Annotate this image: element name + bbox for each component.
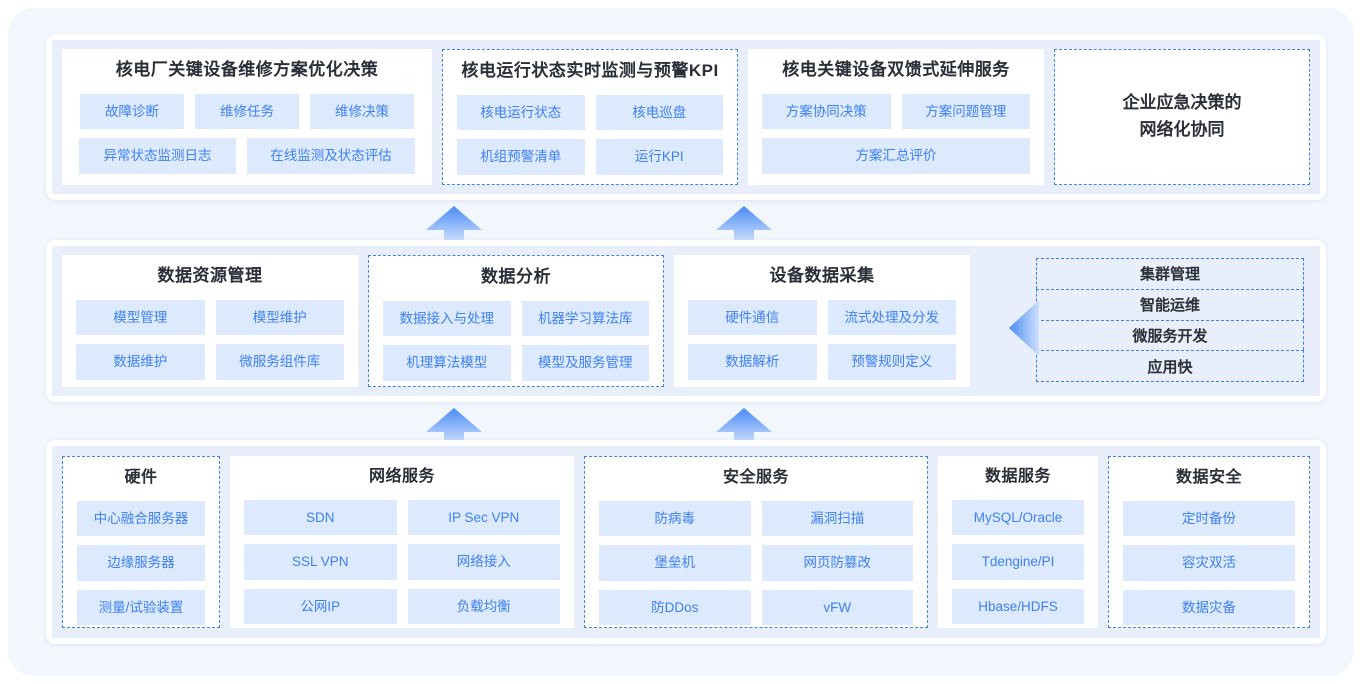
group-title: 数据分析 (481, 267, 551, 286)
group-data-service[interactable]: 数据服务 MySQL/Oracle Tdengine/PI Hbase/HDFS (938, 456, 1098, 628)
group-title: 数据服务 (984, 468, 1051, 485)
diagram-canvas: 核电厂关键设备维修方案优化决策 故障诊断 维修任务 维修决策 异常状态监测日志 … (8, 8, 1354, 676)
pill-vulnerability-scan[interactable]: 漏洞扫描 (761, 500, 913, 537)
application-layer-row: 核电厂关键设备维修方案优化决策 故障诊断 维修任务 维修决策 异常状态监测日志 … (46, 34, 1326, 200)
pill-data-maintenance[interactable]: 数据维护 (76, 344, 205, 380)
pill-plan-summary-evaluation[interactable]: 方案汇总评价 (762, 138, 1030, 174)
group-enterprise-emergency-collaboration[interactable]: 企业应急决策的 网络化协同 (1054, 49, 1310, 185)
group-title: 网络服务 (368, 468, 435, 485)
pill-grid: 中心融合服务器 边缘服务器 测量/试验装置 (77, 500, 205, 626)
pill-data-parsing[interactable]: 数据解析 (688, 344, 817, 380)
pill-grid: 定时备份 容灾双活 数据灾备 (1123, 500, 1295, 626)
group-title: 硬件 (124, 469, 158, 486)
group-hardware[interactable]: 硬件 中心融合服务器 边缘服务器 测量/试验装置 (62, 456, 220, 628)
pill-operation-kpi[interactable]: 运行KPI (595, 139, 723, 175)
group-title: 核电关键设备双馈式延伸服务 (782, 60, 1010, 79)
group-data-analysis[interactable]: 数据分析 数据接入与处理 机器学习算法库 机理算法模型 模型及服务管理 (368, 255, 664, 387)
pill-mechanism-algorithm-model[interactable]: 机理算法模型 (383, 345, 511, 381)
pill-model-service-management[interactable]: 模型及服务管理 (521, 345, 649, 381)
pill-grid: 方案协同决策 方案问题管理 方案汇总评价 (762, 93, 1030, 174)
group-title: 安全服务 (722, 469, 789, 486)
pill-fault-diagnosis[interactable]: 故障诊断 (80, 93, 184, 130)
group-network-service[interactable]: 网络服务 SDN IP Sec VPN SSL VPN 网络接入 公网IP 负载… (230, 456, 574, 628)
pill-maintenance-decision[interactable]: 维修决策 (310, 93, 414, 130)
group-data-security[interactable]: 数据安全 定时备份 容灾双活 数据灾备 (1108, 456, 1310, 628)
pill-model-management[interactable]: 模型管理 (76, 299, 205, 336)
pill-ip-sec-vpn[interactable]: IP Sec VPN (407, 499, 560, 536)
pill-operation-status[interactable]: 核电运行状态 (457, 94, 585, 131)
group-operation-monitoring-kpi[interactable]: 核电运行状态实时监测与预警KPI 核电运行状态 核电巡盘 机组预警清单 运行KP… (442, 49, 738, 185)
application-layer-inner: 核电厂关键设备维修方案优化决策 故障诊断 维修任务 维修决策 异常状态监测日志 … (52, 40, 1320, 194)
pill-grid: MySQL/Oracle Tdengine/PI Hbase/HDFS (952, 499, 1084, 625)
pill-unit-alarm-list[interactable]: 机组预警清单 (457, 139, 585, 175)
pill-grid: 核电运行状态 核电巡盘 机组预警清单 运行KPI (457, 94, 723, 175)
platform-layer-row: 数据资源管理 模型管理 模型维护 数据维护 微服务组件库 数据分析 数据接入与处… (46, 240, 1326, 402)
pill-bastion-host[interactable]: 堡垒机 (599, 545, 751, 581)
pill-microservice-component-library[interactable]: 微服务组件库 (215, 344, 344, 380)
platform-layer-inner: 数据资源管理 模型管理 模型维护 数据维护 微服务组件库 数据分析 数据接入与处… (52, 246, 1320, 396)
pill-vfw[interactable]: vFW (761, 589, 913, 626)
pill-ssl-vpn[interactable]: SSL VPN (244, 544, 397, 580)
pill-data-ingest-processing[interactable]: 数据接入与处理 (383, 300, 511, 337)
pill-ml-algorithm-library[interactable]: 机器学习算法库 (521, 300, 649, 337)
pill-public-ip[interactable]: 公网IP (244, 588, 397, 625)
group-dual-feed-extension-service[interactable]: 核电关键设备双馈式延伸服务 方案协同决策 方案问题管理 方案汇总评价 (748, 49, 1044, 185)
pill-plan-collaborative-decision[interactable]: 方案协同决策 (762, 93, 891, 130)
group-title: 核电厂关键设备维修方案优化决策 (115, 60, 379, 79)
infrastructure-layer-inner: 硬件 中心融合服务器 边缘服务器 测量/试验装置 网络服务 SDN IP Sec… (52, 446, 1320, 638)
pill-abnormal-state-log[interactable]: 异常状态监测日志 (79, 138, 236, 174)
pill-grid: 防病毒 漏洞扫描 堡垒机 网页防篡改 防DDos vFW (599, 500, 913, 626)
pill-stream-processing-distribution[interactable]: 流式处理及分发 (827, 299, 956, 336)
pill-maintenance-task[interactable]: 维修任务 (195, 93, 299, 130)
pill-central-fusion-server[interactable]: 中心融合服务器 (77, 500, 205, 537)
pill-network-access[interactable]: 网络接入 (407, 544, 560, 580)
pill-anti-ddos[interactable]: 防DDos (599, 589, 751, 626)
arrow-app-left-icon (426, 206, 482, 240)
arrow-platform-right-icon (716, 408, 772, 442)
pill-mysql-oracle[interactable]: MySQL/Oracle (952, 499, 1084, 536)
pill-model-maintenance[interactable]: 模型维护 (215, 299, 344, 336)
platform-side-stack: 集群管理 智能运维 微服务开发 应用快 (1036, 258, 1304, 382)
group-title: 数据资源管理 (157, 266, 263, 285)
pill-measurement-test-device[interactable]: 测量/试验装置 (77, 589, 205, 626)
pill-grid: SDN IP Sec VPN SSL VPN 网络接入 公网IP 负载均衡 (244, 499, 560, 625)
pill-hardware-communication[interactable]: 硬件通信 (688, 299, 817, 336)
group-title: 企业应急决策的 网络化协同 (1122, 92, 1242, 139)
pill-grid: 硬件通信 流式处理及分发 数据解析 预警规则定义 (688, 299, 956, 380)
pill-antivirus[interactable]: 防病毒 (599, 500, 751, 537)
stack-item-microservice-development[interactable]: 微服务开发 (1036, 319, 1304, 351)
pill-grid: 故障诊断 维修任务 维修决策 异常状态监测日志 在线监测及状态评估 (76, 93, 418, 174)
infrastructure-layer-row: 硬件 中心融合服务器 边缘服务器 测量/试验装置 网络服务 SDN IP Sec… (46, 440, 1326, 644)
arrow-side-stack-icon (1009, 300, 1039, 356)
pill-alarm-rule-definition[interactable]: 预警规则定义 (827, 344, 956, 380)
group-title: 核电运行状态实时监测与预警KPI (461, 61, 719, 80)
group-nuclear-maintenance-decision[interactable]: 核电厂关键设备维修方案优化决策 故障诊断 维修任务 维修决策 异常状态监测日志 … (62, 49, 432, 185)
pill-data-disaster-backup[interactable]: 数据灾备 (1123, 589, 1295, 626)
arrow-platform-left-icon (426, 408, 482, 442)
pill-grid: 数据接入与处理 机器学习算法库 机理算法模型 模型及服务管理 (383, 300, 649, 381)
pill-edge-server[interactable]: 边缘服务器 (77, 545, 205, 581)
pill-web-tamper-protection[interactable]: 网页防篡改 (761, 545, 913, 581)
pill-load-balancing[interactable]: 负载均衡 (407, 588, 560, 625)
pill-hbase-hdfs[interactable]: Hbase/HDFS (952, 588, 1084, 625)
arrow-app-right-icon (716, 206, 772, 240)
group-security-service[interactable]: 安全服务 防病毒 漏洞扫描 堡垒机 网页防篡改 防DDos vFW (584, 456, 928, 628)
pill-nuclear-inspection[interactable]: 核电巡盘 (595, 94, 723, 131)
pill-scheduled-backup[interactable]: 定时备份 (1123, 500, 1295, 537)
stack-item-application-quick[interactable]: 应用快 (1036, 350, 1304, 382)
stack-item-intelligent-ops[interactable]: 智能运维 (1036, 288, 1304, 320)
pill-plan-issue-management[interactable]: 方案问题管理 (901, 93, 1030, 130)
group-device-data-acquisition[interactable]: 设备数据采集 硬件通信 流式处理及分发 数据解析 预警规则定义 (674, 255, 970, 387)
pill-tdengine-pi[interactable]: Tdengine/PI (952, 544, 1084, 580)
group-title: 设备数据采集 (769, 266, 875, 285)
group-data-resource-management[interactable]: 数据资源管理 模型管理 模型维护 数据维护 微服务组件库 (62, 255, 358, 387)
pill-sdn[interactable]: SDN (244, 499, 397, 536)
group-title: 数据安全 (1175, 469, 1242, 486)
stack-item-cluster-management[interactable]: 集群管理 (1036, 258, 1304, 289)
pill-grid: 模型管理 模型维护 数据维护 微服务组件库 (76, 299, 344, 380)
pill-disaster-recovery-active[interactable]: 容灾双活 (1123, 545, 1295, 581)
pill-online-monitoring-assessment[interactable]: 在线监测及状态评估 (247, 138, 415, 174)
